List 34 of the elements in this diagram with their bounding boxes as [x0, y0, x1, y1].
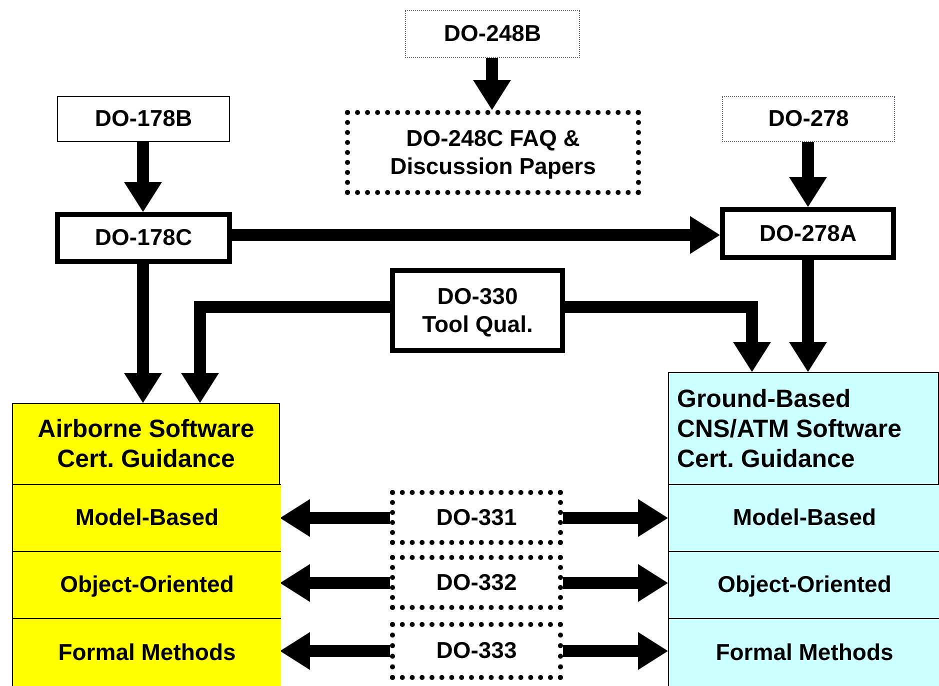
arrow [563, 499, 668, 537]
document-box: DO-248C FAQ & Discussion Papers [345, 110, 641, 195]
category-row: Object-Oriented [13, 551, 281, 618]
category-row: Formal Methods [669, 618, 939, 686]
column-heading: Ground-Based CNS/ATM Software Cert. Guidance [677, 384, 903, 474]
document-box: DO-178C [55, 212, 232, 264]
arrow [565, 301, 771, 372]
arrow [232, 216, 720, 254]
category-row: Formal Methods [13, 618, 281, 686]
document-box: DO-332 [390, 555, 563, 610]
document-box: DO-330 Tool Qual. [390, 268, 565, 353]
arrow [563, 632, 668, 670]
document-box: DO-248B [405, 10, 580, 58]
arrow [181, 301, 390, 403]
column-heading: Airborne Software Cert. Guidance [36, 414, 256, 474]
document-box: DO-333 [390, 622, 563, 680]
arrow [789, 260, 827, 372]
document-box: DO-178B [57, 96, 230, 142]
guidance-column [668, 372, 939, 686]
arrow [124, 142, 162, 212]
category-row: Model-Based [669, 484, 939, 551]
arrow [280, 499, 390, 537]
document-box: DO-331 [390, 490, 563, 545]
document-box: DO-278 [722, 96, 895, 142]
arrow [280, 632, 390, 670]
arrow [124, 264, 162, 403]
arrow [563, 564, 668, 602]
category-row: Model-Based [13, 484, 281, 551]
arrow [789, 142, 827, 207]
category-row: Object-Oriented [669, 551, 939, 618]
arrow [280, 564, 390, 602]
guidance-column [12, 403, 280, 686]
arrow [473, 58, 511, 110]
document-box: DO-278A [720, 207, 896, 260]
